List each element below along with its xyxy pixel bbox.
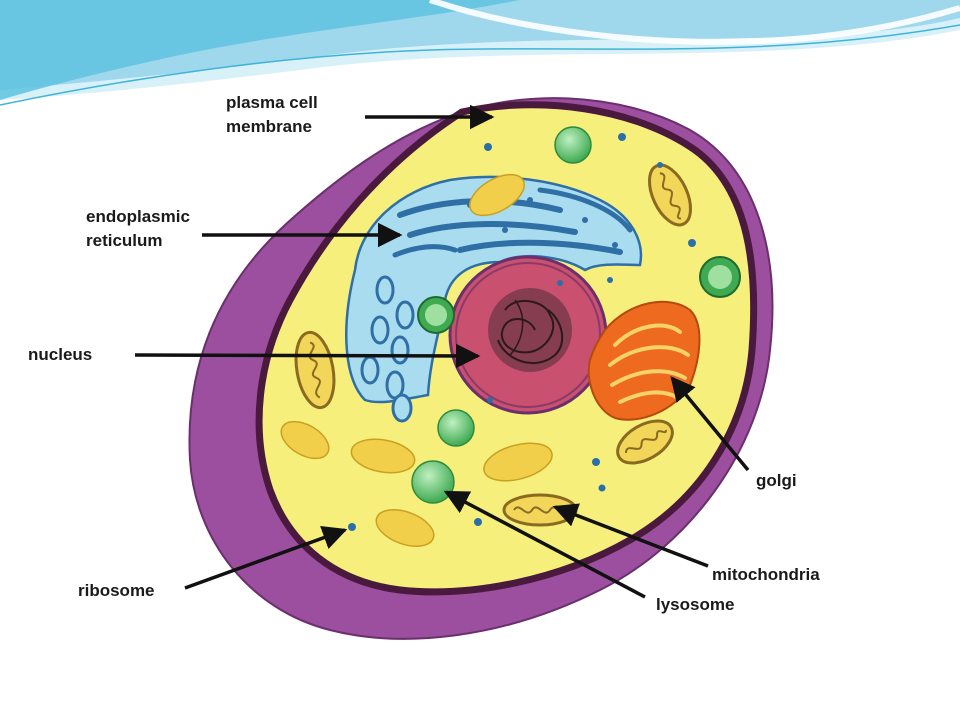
nucleus (448, 255, 608, 415)
label-mitochondria: mitochondria (712, 565, 820, 584)
label-lysosome: lysosome (656, 595, 734, 614)
label-nucleus: nucleus (28, 345, 92, 364)
lysosome (554, 126, 592, 164)
header-wave-dark (0, 0, 520, 100)
arrow-golgi (670, 376, 750, 472)
label-er-line1: endoplasmic (86, 207, 190, 226)
lysosomes (411, 126, 741, 504)
header-waves (0, 0, 960, 106)
lysosome-inner (708, 265, 732, 289)
header-wave-line (0, 24, 960, 106)
arrow-mitochondria (552, 503, 709, 568)
pointer-arrows (134, 104, 750, 599)
lysosome (437, 409, 475, 447)
header-wave-highlight (429, 0, 960, 45)
labels: plasma cell membrane endoplasmic reticul… (28, 93, 820, 614)
arrow-lysosome (443, 490, 646, 599)
lysosome (411, 460, 455, 504)
nucleolus (488, 288, 572, 372)
lysosome-inner (425, 304, 447, 326)
label-plasma-membrane-line1: plasma cell (226, 93, 318, 112)
label-golgi: golgi (756, 471, 797, 490)
ribosomes (348, 133, 696, 531)
label-er-line2: reticulum (86, 231, 163, 250)
arrow-nucleus (134, 343, 481, 369)
label-ribosome: ribosome (78, 581, 155, 600)
mitochondrion (616, 419, 674, 465)
label-plasma-membrane-line2: membrane (226, 117, 312, 136)
mitochondrion (294, 330, 336, 410)
endoplasmic-reticulum (345, 175, 643, 423)
arrow-ribosome (184, 525, 348, 590)
mitochondrion (647, 163, 693, 227)
vesicles (280, 173, 553, 547)
